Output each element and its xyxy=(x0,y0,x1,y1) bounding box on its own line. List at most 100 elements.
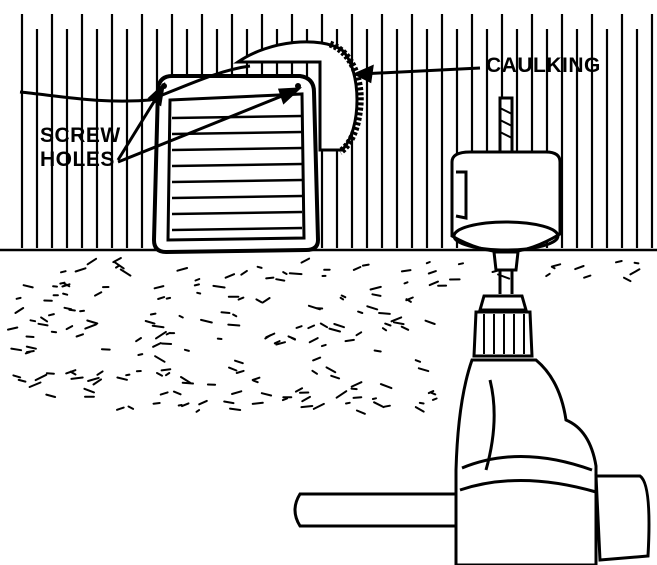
ground-speckle xyxy=(162,344,171,345)
ground-speckle xyxy=(310,338,318,342)
ground-speckle xyxy=(433,399,437,400)
ground-speckle xyxy=(630,269,639,274)
ground-speckle xyxy=(276,279,284,280)
ground-speckle xyxy=(154,403,160,404)
ground-speckle xyxy=(121,270,131,276)
ground-speckle xyxy=(372,294,380,296)
ground-speckle xyxy=(346,403,350,404)
ground-speckle xyxy=(24,285,33,287)
ground-speckle xyxy=(156,332,166,339)
hole-saw-cup xyxy=(452,152,560,252)
ground-speckle xyxy=(420,403,424,404)
ground-speckle xyxy=(229,368,236,371)
ground-speckle xyxy=(419,368,429,371)
ground-speckle xyxy=(635,263,639,264)
ground-speckle xyxy=(167,333,170,335)
ground-speckle xyxy=(232,391,241,394)
ground-speckle xyxy=(226,274,235,278)
ground-speckle xyxy=(84,389,94,393)
ground-speckle xyxy=(341,298,344,300)
ground-speckle xyxy=(181,377,190,383)
ground-speckle xyxy=(85,324,96,328)
ground-speckle xyxy=(258,267,262,268)
ground-speckle xyxy=(429,271,436,273)
ground-speckle xyxy=(155,286,164,288)
ground-speckle xyxy=(358,312,362,313)
ground-speckle xyxy=(553,264,561,266)
ground-speckle xyxy=(41,317,47,321)
ground-speckle xyxy=(342,296,346,298)
ground-speckle xyxy=(266,278,273,279)
ground-speckle xyxy=(180,316,183,318)
ground-speckle xyxy=(67,326,73,329)
ground-speckle xyxy=(416,360,420,362)
ground-speckle xyxy=(49,314,54,315)
ground-speckle xyxy=(379,313,390,314)
ground-speckle xyxy=(375,351,381,352)
ground-speckle xyxy=(253,381,257,383)
ground-speckle xyxy=(237,371,244,373)
ground-speckle xyxy=(213,286,224,288)
ground-speckle xyxy=(262,393,271,395)
ground-speckle xyxy=(381,384,392,388)
ground-speckle xyxy=(373,398,376,399)
ground-speckle xyxy=(60,283,64,284)
ground-speckle xyxy=(402,270,411,271)
ground-speckle xyxy=(352,382,362,386)
ground-speckle xyxy=(13,375,20,377)
ground-speckle xyxy=(329,329,340,332)
ground-speckle xyxy=(337,391,347,398)
caulking-label: CAULKING xyxy=(486,54,601,78)
ground-speckle xyxy=(39,324,48,326)
ground-speckle xyxy=(61,271,66,272)
ground-speckle xyxy=(253,378,260,380)
ground-speckle xyxy=(71,378,82,379)
ground-speckle xyxy=(117,408,124,410)
ground-speckle xyxy=(146,321,155,324)
ground-speckle xyxy=(383,328,386,330)
ground-speckle xyxy=(129,407,134,409)
power-drill xyxy=(295,296,649,565)
ground-speckle xyxy=(314,404,324,409)
ground-speckle xyxy=(27,337,34,338)
ground-speckle xyxy=(459,263,463,264)
ground-speckle xyxy=(138,354,142,355)
ground-speckle xyxy=(301,406,312,407)
ground-speckle xyxy=(616,261,622,262)
ground-speckle xyxy=(52,332,56,333)
ground-speckle xyxy=(117,378,127,380)
ground-speckle xyxy=(322,345,326,346)
ground-speckle xyxy=(290,273,302,274)
ground-speckle xyxy=(552,267,555,269)
ground-speckle xyxy=(113,258,121,262)
ground-speckle xyxy=(624,278,631,281)
ground-speckle xyxy=(177,268,187,271)
ground-speckle xyxy=(8,328,17,330)
ground-speckle xyxy=(394,322,404,324)
ground-speckle xyxy=(405,282,408,283)
ground-speckle xyxy=(385,406,390,407)
ground-speckle xyxy=(63,294,67,295)
ground-speckle xyxy=(283,272,286,274)
ground-speckle xyxy=(321,324,327,328)
ground-speckle xyxy=(385,324,390,326)
ground-speckle xyxy=(392,317,402,321)
ground-speckle xyxy=(136,338,141,341)
ground-speckle xyxy=(27,347,36,349)
ground-speckle xyxy=(126,375,129,376)
hole-saw xyxy=(452,98,560,294)
ground-speckle xyxy=(331,376,339,379)
ground-speckle xyxy=(367,306,377,309)
ground-speckle xyxy=(427,262,430,263)
ground-speckle xyxy=(11,349,21,351)
ground-speckle xyxy=(354,267,361,270)
ground-speckle xyxy=(174,392,181,395)
ground-speckle xyxy=(46,395,55,397)
ground-speckle xyxy=(94,379,102,384)
ground-speckle xyxy=(357,332,362,335)
ground-speckle xyxy=(87,321,97,324)
ground-speckle xyxy=(371,287,381,290)
ground-speckle xyxy=(31,320,36,321)
ground-speckle xyxy=(430,282,438,286)
